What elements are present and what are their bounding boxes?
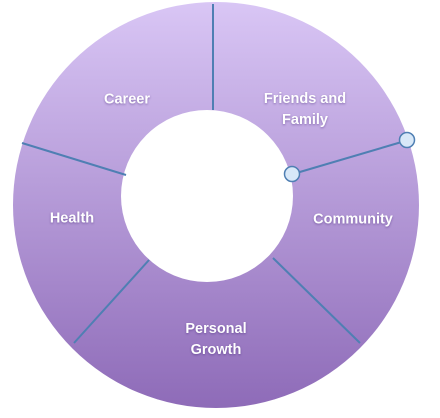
divider-health-career [21, 142, 127, 176]
divider-community-growth [272, 257, 361, 344]
center-hole [121, 110, 293, 282]
segment-label-community: Community [313, 211, 393, 228]
divider-friends-community [292, 140, 406, 175]
selection-handle-outer[interactable] [398, 131, 416, 149]
selection-handle-inner[interactable] [283, 165, 301, 183]
segment-label-personal-growth: Personal Growth [185, 321, 247, 358]
segment-label-career: Career [104, 91, 150, 108]
segment-label-health: Health [49, 210, 95, 227]
divider-growth-health [73, 259, 150, 344]
segment-label-friends-family: Friends and Family [263, 91, 347, 128]
segment-dividers [21, 4, 406, 344]
